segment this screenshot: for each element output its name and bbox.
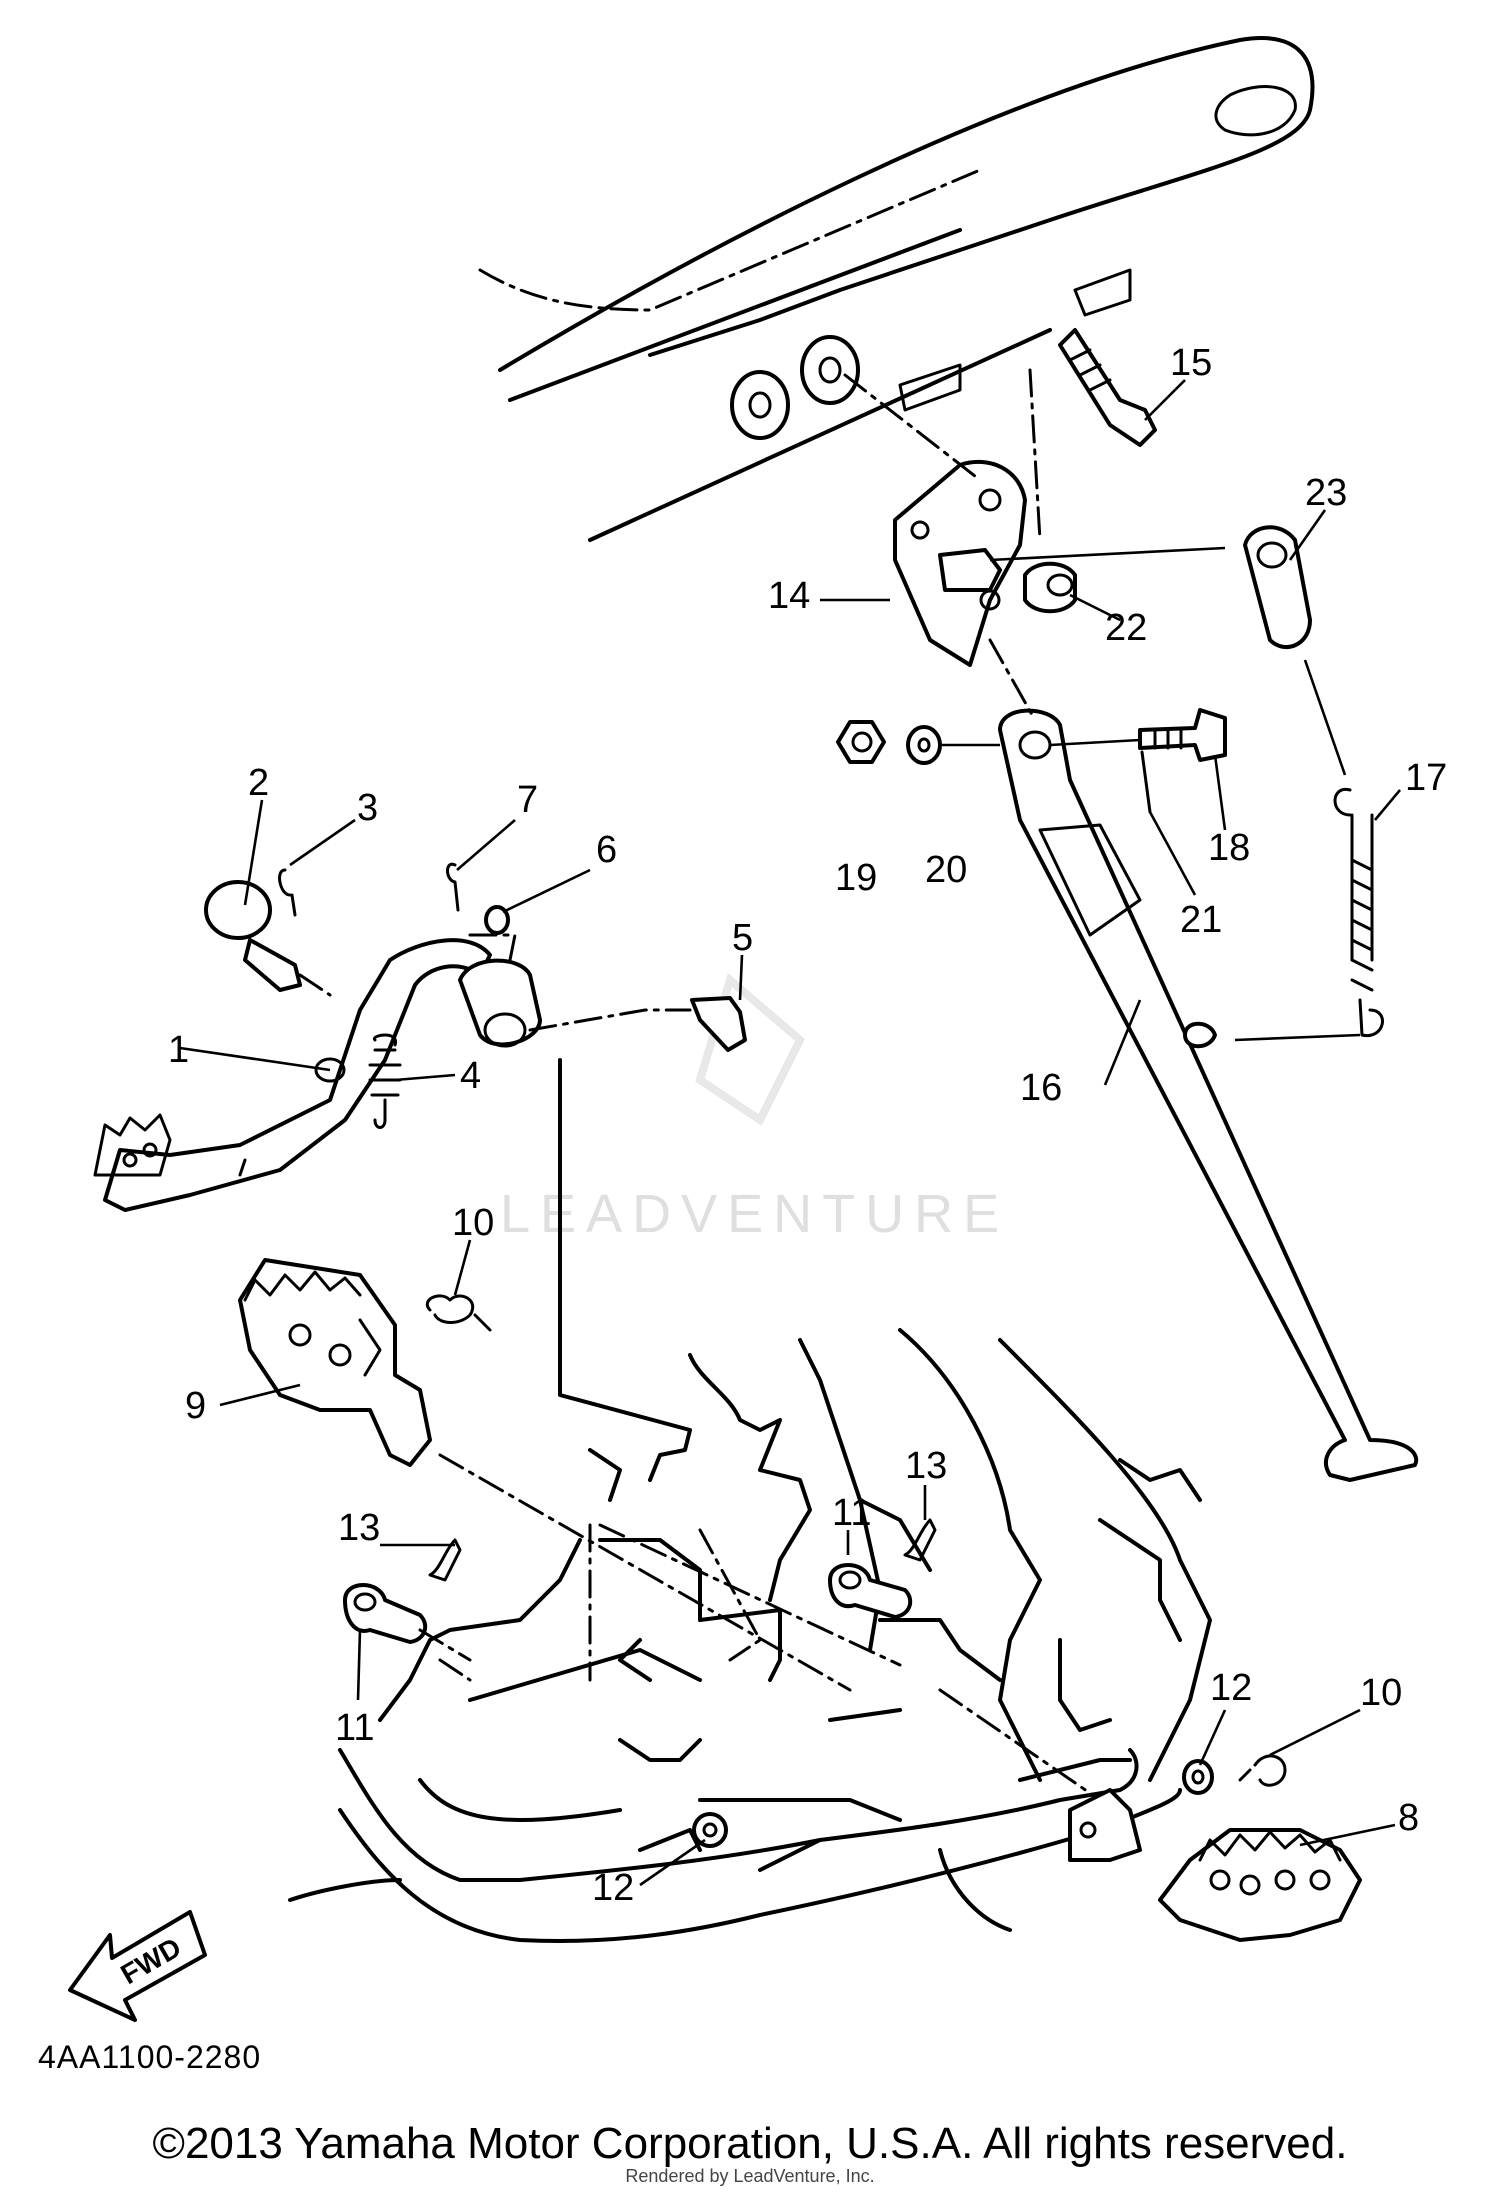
part-10-spring-lower [1238,1754,1287,1787]
label-18: 18 [1208,827,1250,869]
label-16: 16 [1020,1067,1062,1109]
label-6: 6 [596,829,617,871]
label-12-right: 12 [1210,1667,1252,1709]
fwd-label: FWD [116,1931,187,1990]
leader-lines [179,379,1401,1887]
label-14: 14 [768,575,810,617]
drawing-code: 4AA1100-2280 [38,2039,261,2075]
label-21: 21 [1180,899,1222,941]
part-20-washer [906,725,942,765]
part-2-adjuster [204,880,302,992]
watermark-text: LEADVENTURE [500,1184,1009,1244]
label-10-lower: 10 [1360,1672,1402,1714]
part-3-cotter-pin [278,868,297,917]
rendered-by-notice: Rendered by LeadVenture, Inc. [625,2166,875,2186]
part-18-bolt [1138,708,1227,762]
label-10-upper: 10 [452,1202,494,1244]
part-4-spring [368,1033,402,1129]
part-22-collar [938,548,1077,614]
part-11-pin-left [343,1583,428,1644]
part-8-footrest [1158,1828,1362,1942]
label-15: 15 [1170,342,1212,384]
label-3: 3 [357,787,378,829]
label-4: 4 [460,1055,481,1097]
label-20: 20 [925,849,967,891]
label-17: 17 [1405,757,1447,799]
part-7-cotter-pin [446,862,460,912]
swingarm [478,36,1315,542]
part-6-washer [484,905,510,935]
label-23: 23 [1305,472,1347,514]
part-15-bolt [1058,328,1157,447]
copyright-notice: ©2013 Yamaha Motor Corporation, U.S.A. A… [152,2119,1348,2168]
part-13-cotter-right [903,1518,937,1562]
part-12-washer-right [1182,1759,1214,1795]
label-8: 8 [1398,1797,1419,1839]
label-7: 7 [517,779,538,821]
footrest-mount [1068,1788,1142,1862]
fwd-arrow-icon: FWD [68,1910,207,2022]
part-1-brake-pedal [93,938,492,1212]
part-5-pin [690,996,747,1052]
callout-labels: 1 2 3 4 5 6 7 8 9 10 10 11 11 12 12 13 1… [168,342,1447,1909]
part-9-footrest [238,1258,432,1467]
label-11-left: 11 [335,1707,374,1749]
label-19: 19 [835,857,877,899]
part-11-pin-right [828,1563,913,1619]
label-1: 1 [168,1029,189,1071]
label-22: 22 [1105,607,1147,649]
part-10-spring-upper [426,1294,492,1332]
label-5: 5 [732,917,753,959]
part-16-sidestand [998,708,1419,1482]
label-9: 9 [185,1385,206,1427]
part-21-pin [1140,750,1152,814]
label-13-right: 13 [905,1445,947,1487]
part-23-plate [1243,525,1312,650]
part-17-spring [1333,788,1384,1037]
pedal-pivot-boss [458,958,542,1048]
label-2: 2 [248,762,269,804]
label-12-left: 12 [592,1867,634,1909]
watermark: LEADVENTURE [500,972,1009,1244]
label-11-right: 11 [832,1492,871,1534]
label-13-left: 13 [338,1507,380,1549]
part-19-nut [836,720,886,764]
part-12-washer-left [692,1812,728,1848]
